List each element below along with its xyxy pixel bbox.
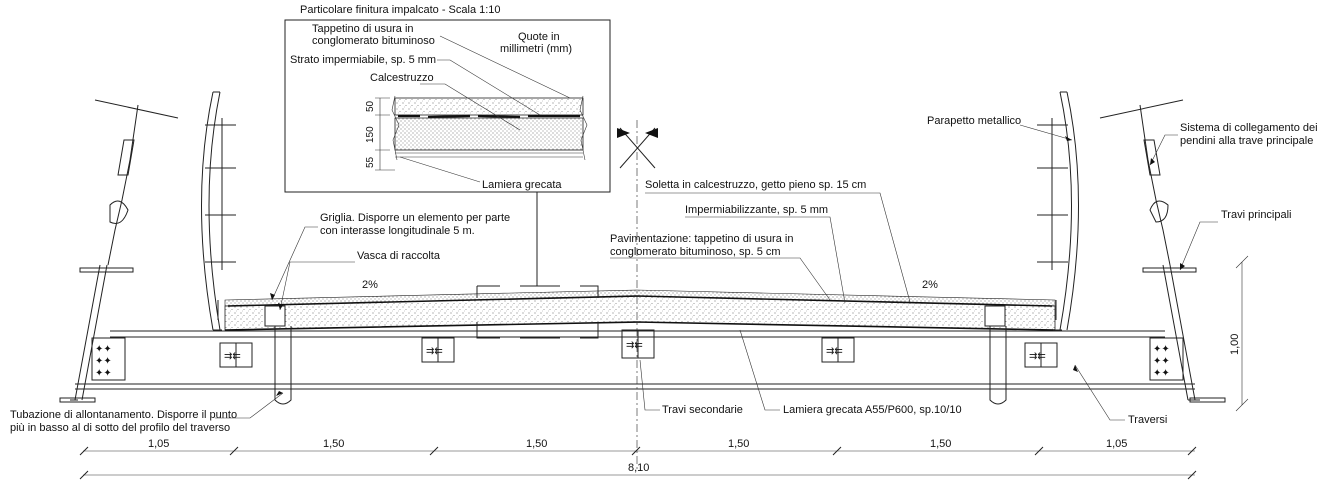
svg-text:✦✦: ✦✦ bbox=[1153, 368, 1170, 379]
bottom-chord bbox=[75, 383, 1195, 390]
svg-text:⇉⇇: ⇉⇇ bbox=[1029, 351, 1046, 362]
segment-dim-2: 1,50 bbox=[323, 438, 344, 450]
slope-left-label: 2% bbox=[362, 279, 378, 291]
segment-dim-6: 1,05 bbox=[1106, 438, 1127, 450]
svg-text:✦✦: ✦✦ bbox=[1153, 356, 1170, 367]
centre-axis-symbol bbox=[619, 127, 656, 169]
leader-arrowheads bbox=[270, 136, 1185, 396]
svg-text:✦✦: ✦✦ bbox=[1153, 344, 1170, 355]
parapet-left bbox=[201, 91, 222, 331]
detail-waterproof-label: Strato impermiabile, sp. 5 mm bbox=[290, 54, 436, 66]
svg-text:✦✦: ✦✦ bbox=[95, 356, 112, 367]
main-beam-plates: ✦✦✦✦✦✦ ✦✦✦✦✦✦ bbox=[91, 337, 1184, 381]
drain-pipe-right bbox=[989, 326, 1007, 405]
dimension-chain: 1,05 1,50 1,50 1,50 1,50 1,05 8,10 bbox=[79, 438, 1197, 480]
svg-text:✦✦: ✦✦ bbox=[95, 344, 112, 355]
detail-concrete-label: Calcestruzzo bbox=[370, 72, 434, 84]
svg-text:⇉⇇: ⇉⇇ bbox=[224, 351, 241, 362]
drain-label-2: più in basso al di sotto del profilo del… bbox=[10, 422, 230, 434]
hanger-left-device bbox=[109, 139, 135, 224]
cross-section: ⇉⇇ ⇉⇇ ⇉⇇ ⇉⇇ ⇉⇇ ✦✦✦✦✦✦ ✦✦✦✦✦✦ 1,00 bbox=[10, 91, 1318, 470]
height-dimension-line bbox=[1235, 255, 1249, 412]
collection-tank-left bbox=[264, 305, 286, 327]
collection-tank-right bbox=[984, 305, 1006, 327]
hanger-label-2: pendini alla trave principale bbox=[1180, 135, 1313, 147]
detail-dim-150: 150 bbox=[365, 126, 376, 143]
deck-sheet-label: Lamiera grecata A55/P600, sp.10/10 bbox=[783, 404, 962, 416]
grate-label-2: con interasse longitudinale 5 m. bbox=[320, 225, 475, 237]
hanger-label-1: Sistema di collegamento dei bbox=[1180, 122, 1318, 134]
slope-right-label: 2% bbox=[922, 279, 938, 291]
paving-layer bbox=[224, 289, 1056, 307]
main-beam-left bbox=[70, 264, 108, 401]
detail-sheet-label: Lamiera grecata bbox=[482, 179, 562, 191]
segment-dimension-ticks bbox=[79, 446, 1197, 456]
crossbeams-label: Traversi bbox=[1128, 414, 1167, 426]
segment-dim-4: 1,50 bbox=[728, 438, 749, 450]
detail-dim-50: 50 bbox=[365, 100, 376, 112]
detail-units-label-1: Quote in bbox=[518, 31, 560, 43]
detail-frame bbox=[284, 19, 611, 193]
detail-box: Particolare finitura impalcato - Scala 1… bbox=[284, 4, 611, 193]
centre-axis-flags bbox=[617, 128, 658, 138]
detail-break-lines bbox=[391, 95, 588, 161]
svg-text:⇉⇇: ⇉⇇ bbox=[826, 346, 843, 357]
detail-leaders bbox=[399, 35, 571, 183]
svg-text:⇉⇇: ⇉⇇ bbox=[426, 346, 443, 357]
segment-dim-3: 1,50 bbox=[526, 438, 547, 450]
hanger-right-device bbox=[1143, 139, 1169, 223]
total-dimension-ticks bbox=[79, 470, 1197, 480]
parapet-right bbox=[1053, 91, 1079, 331]
detail-dimension-line bbox=[375, 97, 395, 171]
hanger-left bbox=[94, 99, 179, 266]
waterproofing-label: Impermiabilizzante, sp. 5 mm bbox=[685, 204, 828, 216]
segment-dim-5: 1,50 bbox=[930, 438, 951, 450]
paving-label-1: Pavimentazione: tappetino di usura in bbox=[610, 233, 793, 245]
segment-dim-1: 1,05 bbox=[148, 438, 169, 450]
total-dim: 8,10 bbox=[628, 462, 649, 474]
detail-wearing-layer bbox=[394, 97, 584, 116]
corrugated-sheet bbox=[224, 321, 1056, 331]
parapet-label: Parapetto metallico bbox=[927, 115, 1021, 127]
secondary-beams-label: Travi secondarie bbox=[662, 404, 743, 416]
detail-wearing-label-2: conglomerato bituminoso bbox=[312, 35, 435, 47]
grate-label-1: Griglia. Disporre un elemento per parte bbox=[320, 212, 510, 224]
drain-pipe-left bbox=[274, 326, 292, 405]
detail-units-label-2: millimetri (mm) bbox=[500, 43, 572, 55]
main-beam-flanges bbox=[79, 267, 1197, 273]
paving-label-2: conglomerato bituminoso, sp. 5 cm bbox=[610, 246, 781, 258]
main-beam-feet bbox=[59, 397, 1226, 403]
detail-corrugated-sheet bbox=[395, 149, 583, 158]
drain-label-1: Tubazione di allontanamento. Disporre il… bbox=[10, 409, 237, 421]
detail-callout bbox=[476, 192, 599, 339]
secondary-beams: ⇉⇇ ⇉⇇ ⇉⇇ ⇉⇇ ⇉⇇ bbox=[219, 329, 1058, 368]
svg-text:✦✦: ✦✦ bbox=[95, 368, 112, 379]
parapet-right-posts bbox=[1037, 118, 1068, 270]
hanger-right bbox=[1099, 99, 1184, 266]
label-leaders bbox=[215, 124, 1218, 421]
slab-label: Soletta in calcestruzzo, getto pieno sp.… bbox=[645, 179, 866, 191]
detail-waterproof-line bbox=[398, 114, 580, 119]
collection-tank-label: Vasca di raccolta bbox=[357, 250, 441, 262]
detail-concrete-layer bbox=[394, 117, 584, 151]
height-dimension-label: 1,00 bbox=[1229, 334, 1241, 355]
svg-text:⇉⇇: ⇉⇇ bbox=[626, 340, 643, 351]
detail-wearing-label-1: Tappetino di usura in bbox=[312, 23, 414, 35]
detail-dim-55: 55 bbox=[365, 156, 376, 168]
waterproof-membrane bbox=[227, 295, 1053, 307]
main-beams-label: Travi principali bbox=[1221, 209, 1292, 221]
detail-title: Particolare finitura impalcato - Scala 1… bbox=[300, 4, 501, 16]
parapet-left-posts bbox=[205, 118, 236, 270]
